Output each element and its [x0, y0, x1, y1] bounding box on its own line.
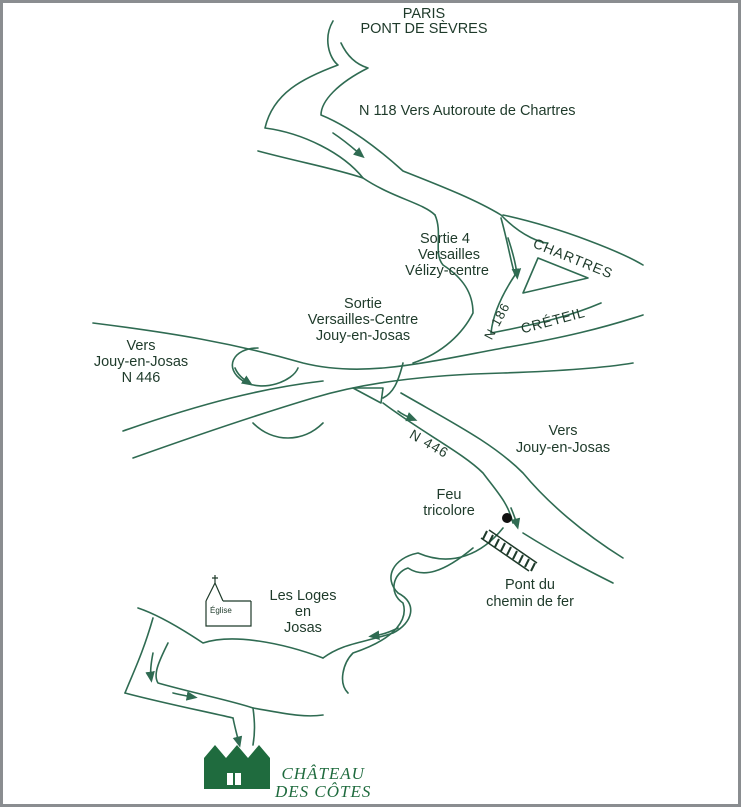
road-loges-arrow: [368, 627, 399, 640]
chateau-icon: [204, 745, 270, 789]
road-n446-arrow: [397, 410, 418, 422]
road-n446-right: [400, 392, 624, 559]
railway-bridge: [480, 529, 538, 572]
label-vers-left: Vers: [126, 338, 156, 354]
label-feu: Feu: [436, 487, 462, 503]
chateau-line2: DES CÔTES: [275, 782, 372, 801]
road-n118-arrow: [332, 132, 365, 159]
label-jouy-left: Jouy-en-Josas: [93, 354, 189, 370]
label-les-loges: Les Loges: [269, 588, 337, 604]
church-icon: [205, 575, 252, 627]
road-village-arrow2: [172, 691, 198, 701]
road-village-inner: [155, 642, 254, 709]
label-n446-left: N 446: [121, 370, 161, 386]
label-tricolore: tricolore: [423, 503, 475, 519]
label-versailles: Versailles: [417, 247, 481, 263]
loop-lower: [252, 422, 324, 439]
interchange-triangle: [352, 387, 384, 404]
road-n186-left: [412, 214, 474, 364]
label-sortie: Sortie: [344, 296, 382, 312]
road-n118-east: [502, 214, 644, 266]
label-sortie4: Sortie 4: [420, 231, 470, 247]
label-pont-de-sevres: PONT DE SÈVRES: [360, 21, 488, 37]
label-en: en: [294, 604, 312, 620]
traffic-light-icon: [502, 513, 512, 523]
road-n446-arrow2: [510, 507, 521, 530]
label-jouy-right: Jouy-en-Josas: [515, 440, 611, 456]
chateau-name: CHÂTEAU DES CÔTES: [275, 765, 371, 801]
road-map: [92, 20, 644, 789]
road-to-chateau-right: [252, 707, 256, 746]
road-creteil: [490, 302, 602, 334]
highway-bottom: [132, 362, 634, 459]
highway-mid: [122, 380, 324, 432]
road-n118-inner: [257, 150, 364, 179]
label-n118: N 118 Vers Autoroute de Chartres: [359, 103, 576, 119]
road-village-bottom: [124, 692, 234, 719]
label-jouy-en-josas-exit: Jouy-en-Josas: [315, 328, 411, 344]
label-vers-right: Vers: [548, 423, 578, 439]
loop-right: [382, 362, 404, 399]
road-n446-left: [382, 402, 514, 524]
label-versailles-centre: Versailles-Centre: [307, 312, 419, 328]
road-village-top: [137, 607, 324, 659]
road-jouy-right: [522, 532, 614, 584]
road-to-chateau-left: [232, 717, 243, 748]
road-n118-left: [264, 20, 436, 216]
label-paris: PARIS: [402, 6, 446, 22]
road-village-arrow: [145, 652, 155, 683]
label-pont-du: Pont du: [505, 577, 555, 593]
road-loges-bottom: [341, 547, 474, 694]
label-josas: Josas: [284, 620, 322, 636]
label-eglise: Église: [210, 606, 232, 615]
highway-top: [92, 314, 644, 370]
label-velizy-centre: Vélizy-centre: [405, 263, 489, 279]
loop-left-arrow: [234, 367, 253, 386]
junction-triangle: [522, 257, 589, 294]
chateau-line1: CHÂTEAU: [281, 764, 365, 783]
road-village-right: [252, 707, 324, 717]
road-n186-arrow: [507, 237, 522, 280]
road-village-left: [124, 617, 154, 694]
road-loges-top: [322, 527, 504, 659]
road-n118-right: [320, 42, 549, 244]
label-chemin-de-fer: chemin de fer: [486, 594, 574, 610]
